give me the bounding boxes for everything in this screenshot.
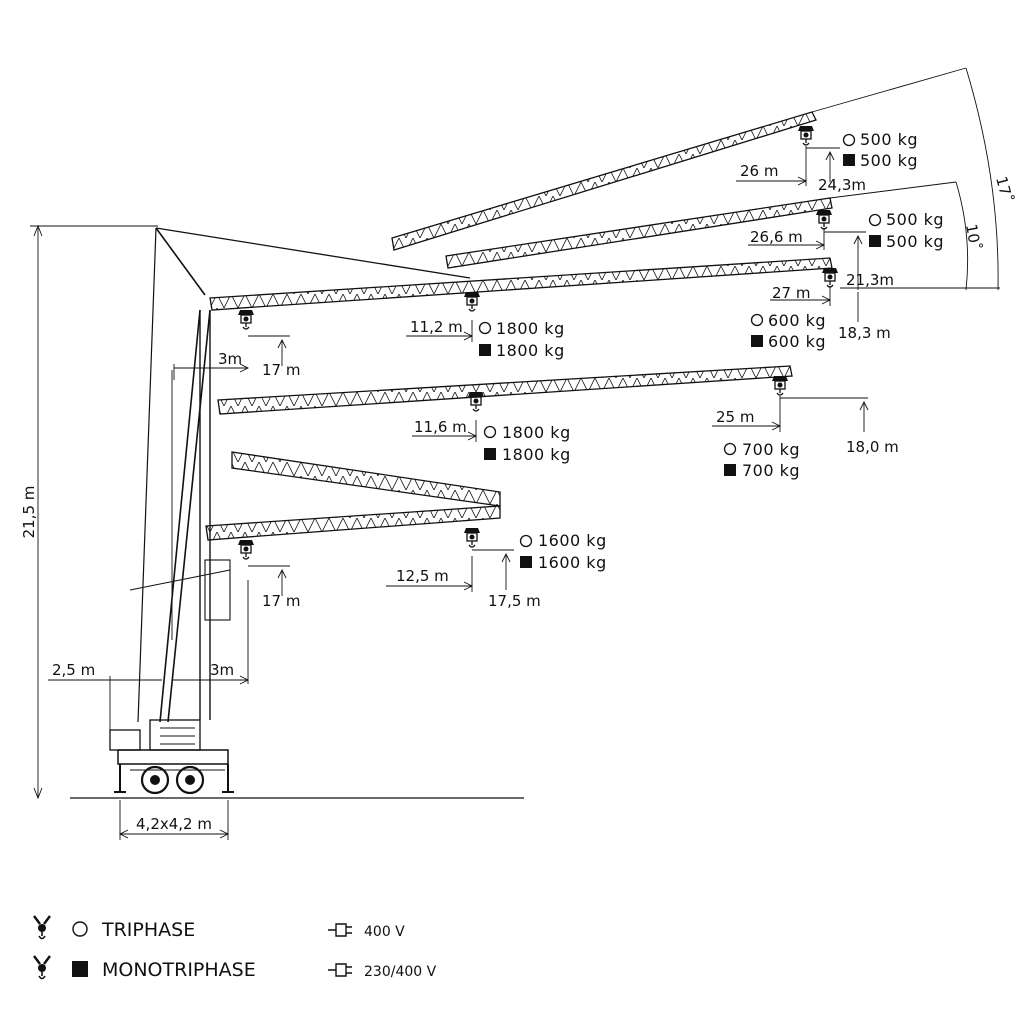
c2-load-tri: 500 kg bbox=[886, 210, 944, 229]
c2-radius: 26,6 m bbox=[750, 228, 803, 246]
hook-icon bbox=[33, 915, 51, 940]
c2-height: 21,3m bbox=[846, 271, 894, 289]
circle-outline-icon bbox=[72, 921, 88, 937]
legend-monotriphase-label: MONOTRIPHASE bbox=[102, 959, 256, 981]
c1-load-tri: 500 kg bbox=[860, 130, 918, 149]
jib-17deg bbox=[391, 67, 967, 251]
offset-3m-low-label: 3m bbox=[210, 661, 234, 679]
c5-radius: 12,5 m bbox=[396, 567, 449, 585]
angle-arcs: 17˚ 10˚ bbox=[955, 67, 1016, 291]
base-label: 4,2x4,2 m bbox=[136, 815, 212, 833]
plug-icon bbox=[328, 923, 352, 937]
c1-radius: 26 m bbox=[740, 162, 778, 180]
c2-load-mono: 500 kg bbox=[886, 232, 944, 251]
legend-triphase-label: TRIPHASE bbox=[101, 919, 195, 941]
c1-load-mono: 500 kg bbox=[860, 151, 918, 170]
hook-icon bbox=[33, 955, 51, 980]
legend-monotriphase-voltage: 230/400 V bbox=[364, 964, 437, 980]
c3-height: 18,3 m bbox=[838, 324, 891, 342]
c3-radius: 27 m bbox=[772, 284, 810, 302]
total-height-dimension: 21,5 m bbox=[20, 224, 158, 800]
jib-10deg bbox=[445, 181, 957, 269]
filled-square-icon bbox=[72, 961, 88, 977]
base-dimension: 4,2x4,2 m bbox=[118, 800, 230, 840]
jib-upper-horizontal bbox=[209, 257, 1000, 330]
c4-mid-load-tri: 1800 kg bbox=[502, 423, 571, 442]
jib-middle-horizontal bbox=[217, 365, 793, 415]
offset-3m-high-label: 3m bbox=[218, 350, 242, 368]
legend-triphase-voltage: 400 V bbox=[364, 924, 405, 940]
total-height-label: 21,5 m bbox=[20, 486, 38, 539]
c3-near-height: 17 m bbox=[262, 361, 300, 379]
config-c1-annotations: 26 m 24,3m 500 kg 500 kg bbox=[736, 130, 918, 194]
plug-icon bbox=[328, 963, 352, 977]
c4-mid-radius: 11,6 m bbox=[414, 418, 467, 436]
c4-radius: 25 m bbox=[716, 408, 754, 426]
c5-near-height: 17 m bbox=[262, 592, 300, 610]
config-c5-annotations: 12,5 m 17,5 m 1600 kg 1600 kg 17 m bbox=[248, 531, 607, 610]
c1-height: 24,3m bbox=[818, 176, 866, 194]
c4-mid-load-mono: 1800 kg bbox=[502, 445, 571, 464]
c4-height: 18,0 m bbox=[846, 438, 899, 456]
legend: TRIPHASE 400 V MONOTRIPHASE 230/400 V bbox=[33, 915, 437, 981]
c5-load-mono: 1600 kg bbox=[538, 553, 607, 572]
offset-left-dimension: 2,5 m 3m bbox=[48, 580, 250, 730]
c4-load-mono: 700 kg bbox=[742, 461, 800, 480]
angle-10-label: 10˚ bbox=[962, 223, 984, 252]
c4-load-tri: 700 kg bbox=[742, 440, 800, 459]
c3-load-mono: 600 kg bbox=[768, 332, 826, 351]
config-c2-annotations: 26,6 m 21,3m 500 kg 500 kg bbox=[748, 210, 944, 290]
legend-row-triphase: TRIPHASE 400 V bbox=[33, 915, 405, 941]
legend-row-monotriphase: MONOTRIPHASE 230/400 V bbox=[33, 955, 437, 981]
c5-load-tri: 1600 kg bbox=[538, 531, 607, 550]
c3-mid-radius: 11,2 m bbox=[410, 318, 463, 336]
jib-folded-low bbox=[205, 451, 501, 560]
c3-mid-load-tri: 1800 kg bbox=[496, 319, 565, 338]
c3-load-tri: 600 kg bbox=[768, 311, 826, 330]
crane-mast bbox=[129, 227, 471, 723]
c3-mid-load-mono: 1800 kg bbox=[496, 341, 565, 360]
c5-height: 17,5 m bbox=[488, 592, 541, 610]
offset-3m-high-dimension: 3m bbox=[173, 350, 250, 380]
config-c3-annotations: 27 m 18,3 m 600 kg 600 kg 11,2 m 1800 kg… bbox=[248, 284, 891, 379]
config-c4-annotations: 25 m 18,0 m 700 kg 700 kg 11,6 m 1800 kg… bbox=[412, 396, 899, 480]
offset-left-label: 2,5 m bbox=[52, 661, 95, 679]
crane-chassis bbox=[109, 719, 234, 795]
angle-17-label: 17˚ bbox=[992, 174, 1016, 204]
